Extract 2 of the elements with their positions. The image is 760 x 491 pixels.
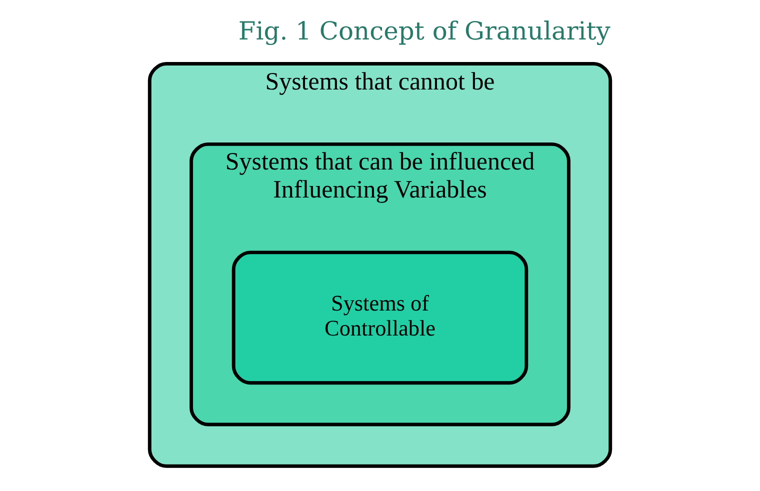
node-box: Systems of Controllable xyxy=(232,250,528,385)
diagram-title: Fig. 1 Concept of Granularity xyxy=(238,16,610,46)
